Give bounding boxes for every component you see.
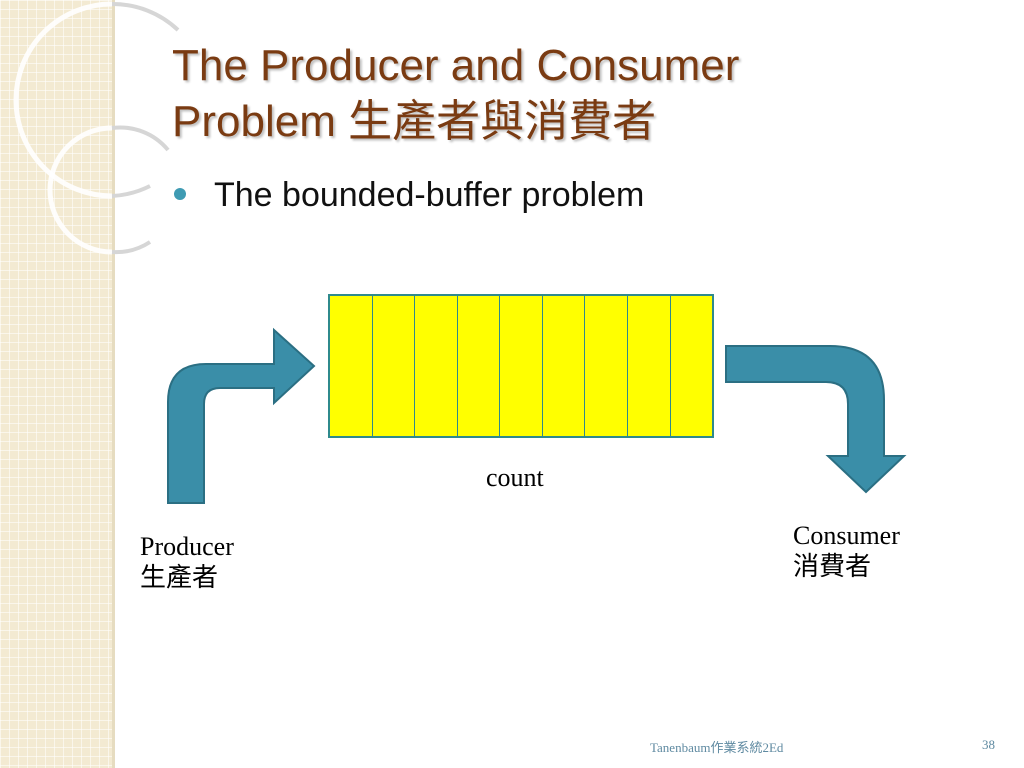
buffer-slot — [330, 296, 373, 436]
buffer-slot — [543, 296, 586, 436]
page-number: 38 — [982, 737, 995, 752]
sidebar-edge — [112, 0, 115, 768]
bullet-dot-icon — [174, 188, 186, 200]
footer-text: Tanenbaum作業系統2Ed — [650, 740, 784, 755]
buffer-count-label: count — [486, 463, 544, 492]
title-line-2: Problem 生產者與消費者 — [172, 97, 657, 146]
bullet-text: The bounded-buffer problem — [214, 176, 645, 214]
buffer-slot — [373, 296, 416, 436]
buffer-slot — [585, 296, 628, 436]
producer-label: Producer 生產者 — [140, 531, 234, 593]
buffer-slot — [500, 296, 543, 436]
buffer-slot — [671, 296, 713, 436]
buffer-slot — [415, 296, 458, 436]
decorative-rings — [13, 1, 180, 255]
bullet-item: The bounded-buffer problem — [174, 176, 645, 215]
consumer-label: Consumer 消費者 — [793, 520, 900, 582]
consumer-label-en: Consumer — [793, 521, 900, 550]
producer-label-zh: 生產者 — [140, 563, 219, 592]
slide-title: The Producer and Consumer Problem 生產者與消費… — [172, 38, 972, 150]
title-line-1: The Producer and Consumer — [172, 41, 740, 90]
consumer-arrow-icon — [725, 345, 907, 494]
buffer-slot — [628, 296, 671, 436]
buffer-slot — [458, 296, 501, 436]
bounded-buffer — [328, 294, 714, 438]
producer-label-en: Producer — [140, 532, 234, 561]
consumer-label-zh: 消費者 — [793, 552, 872, 581]
producer-arrow-icon — [167, 327, 316, 504]
